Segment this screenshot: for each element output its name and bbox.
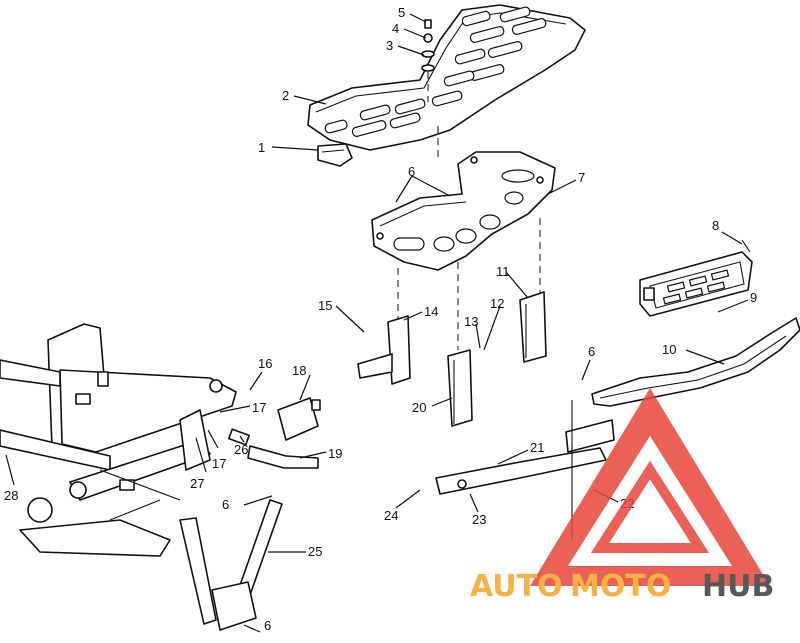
callout-27: 27 [190, 476, 204, 491]
callout-8: 8 [712, 218, 719, 233]
callout-6-frame: 6 [222, 497, 229, 512]
callout-1: 1 [258, 140, 265, 155]
part-rear-bumper [591, 317, 800, 407]
callout-28: 28 [4, 488, 18, 503]
callout-14: 14 [424, 304, 438, 319]
callout-18: 18 [292, 363, 306, 378]
callout-9: 9 [750, 290, 757, 305]
part-upper-rack [307, 4, 586, 151]
callout-labels: 1 2 3 4 5 6 7 8 9 10 11 12 13 14 15 16 1… [4, 5, 757, 633]
part-lower-crossbar [435, 447, 607, 495]
callout-10: 10 [662, 342, 676, 357]
callout-19: 19 [328, 446, 342, 461]
callout-2: 2 [282, 88, 289, 103]
watermark-hub-text: HUB [702, 569, 774, 604]
callout-25: 25 [308, 544, 322, 559]
part-hose [247, 445, 319, 469]
callout-24: 24 [384, 508, 398, 523]
callout-23: 23 [472, 512, 486, 527]
part-mount-bracket-11 [519, 291, 547, 363]
callout-17-lower: 17 [212, 456, 226, 471]
watermark-inner-triangle-icon [590, 460, 710, 553]
callout-6-bumper: 6 [588, 344, 595, 359]
part-support-plate [371, 151, 556, 271]
callout-26: 26 [234, 442, 248, 457]
callout-4: 4 [392, 21, 399, 36]
part-connector [228, 428, 250, 446]
callout-7: 7 [578, 170, 585, 185]
callout-3: 3 [386, 38, 393, 53]
callout-5: 5 [398, 5, 405, 20]
leader-lines [5, 13, 749, 633]
callout-17-upper: 17 [252, 400, 266, 415]
automotohub-watermark: AUTO MOTO HUB [470, 388, 774, 604]
part-fastener-stack [421, 19, 435, 102]
callout-11: 11 [496, 264, 510, 279]
watermark-auto-text: AUTO [470, 569, 563, 604]
part-mount-post-20 [447, 349, 473, 427]
part-switch-box [277, 397, 321, 441]
part-mount-bracket-14 [357, 315, 411, 385]
callout-6-rack: 6 [408, 164, 415, 179]
part-rack-bracket [317, 143, 353, 167]
watermark-moto-text: MOTO [570, 569, 671, 604]
watermark-triangle-icon [530, 388, 770, 586]
callout-20: 20 [412, 400, 426, 415]
part-reflector-panel [639, 239, 753, 317]
callout-13: 13 [464, 314, 478, 329]
callout-15: 15 [318, 298, 332, 313]
part-front-brace [179, 499, 283, 631]
callout-21: 21 [530, 440, 544, 455]
callout-12: 12 [490, 296, 504, 311]
part-vertical-bracket [565, 400, 615, 540]
callout-16: 16 [258, 356, 272, 371]
part-vehicle-frame [0, 323, 237, 557]
callout-6-brace: 6 [264, 618, 271, 633]
